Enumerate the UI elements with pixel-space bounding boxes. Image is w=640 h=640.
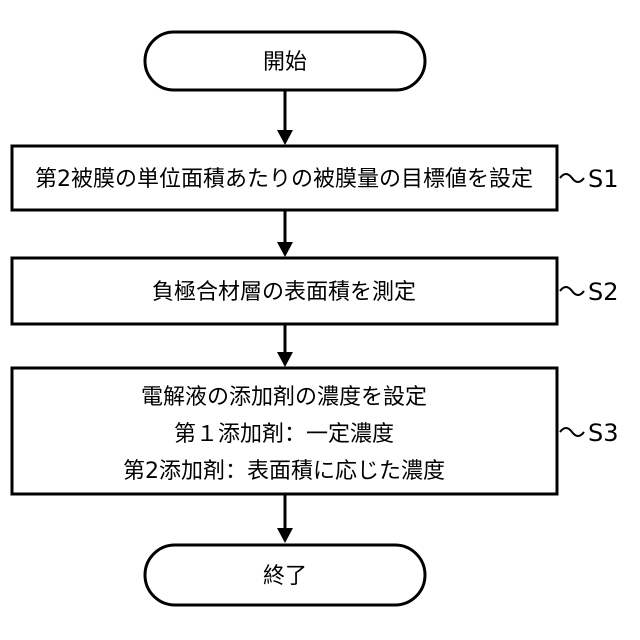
process-s3-line-1: 電解液の添加剤の濃度を設定 <box>141 385 427 410</box>
arrow-head-3 <box>277 352 293 367</box>
step-label-s3: S3 <box>588 419 619 447</box>
step-label-s2: S2 <box>588 278 619 306</box>
process-s2-text: 負極合材層の表面積を測定 <box>152 280 416 305</box>
step-leader-s1 <box>560 174 584 182</box>
process-s3-line-2: 第１添加剤：一定濃度 <box>174 422 394 447</box>
process-s3-line-3: 第2添加剤：表面積に応じた濃度 <box>123 459 445 484</box>
arrow-head-2 <box>277 242 293 257</box>
step-label-s1: S1 <box>588 165 619 193</box>
end-label: 終了 <box>263 564 307 589</box>
arrow-head-1 <box>277 130 293 145</box>
step-leader-s2 <box>560 287 584 295</box>
process-s1-text: 第2被膜の単位面積あたりの被膜量の目標値を設定 <box>35 167 533 192</box>
start-label: 開始 <box>263 50 307 75</box>
step-leader-s3 <box>560 428 584 436</box>
arrow-head-4 <box>277 528 293 543</box>
